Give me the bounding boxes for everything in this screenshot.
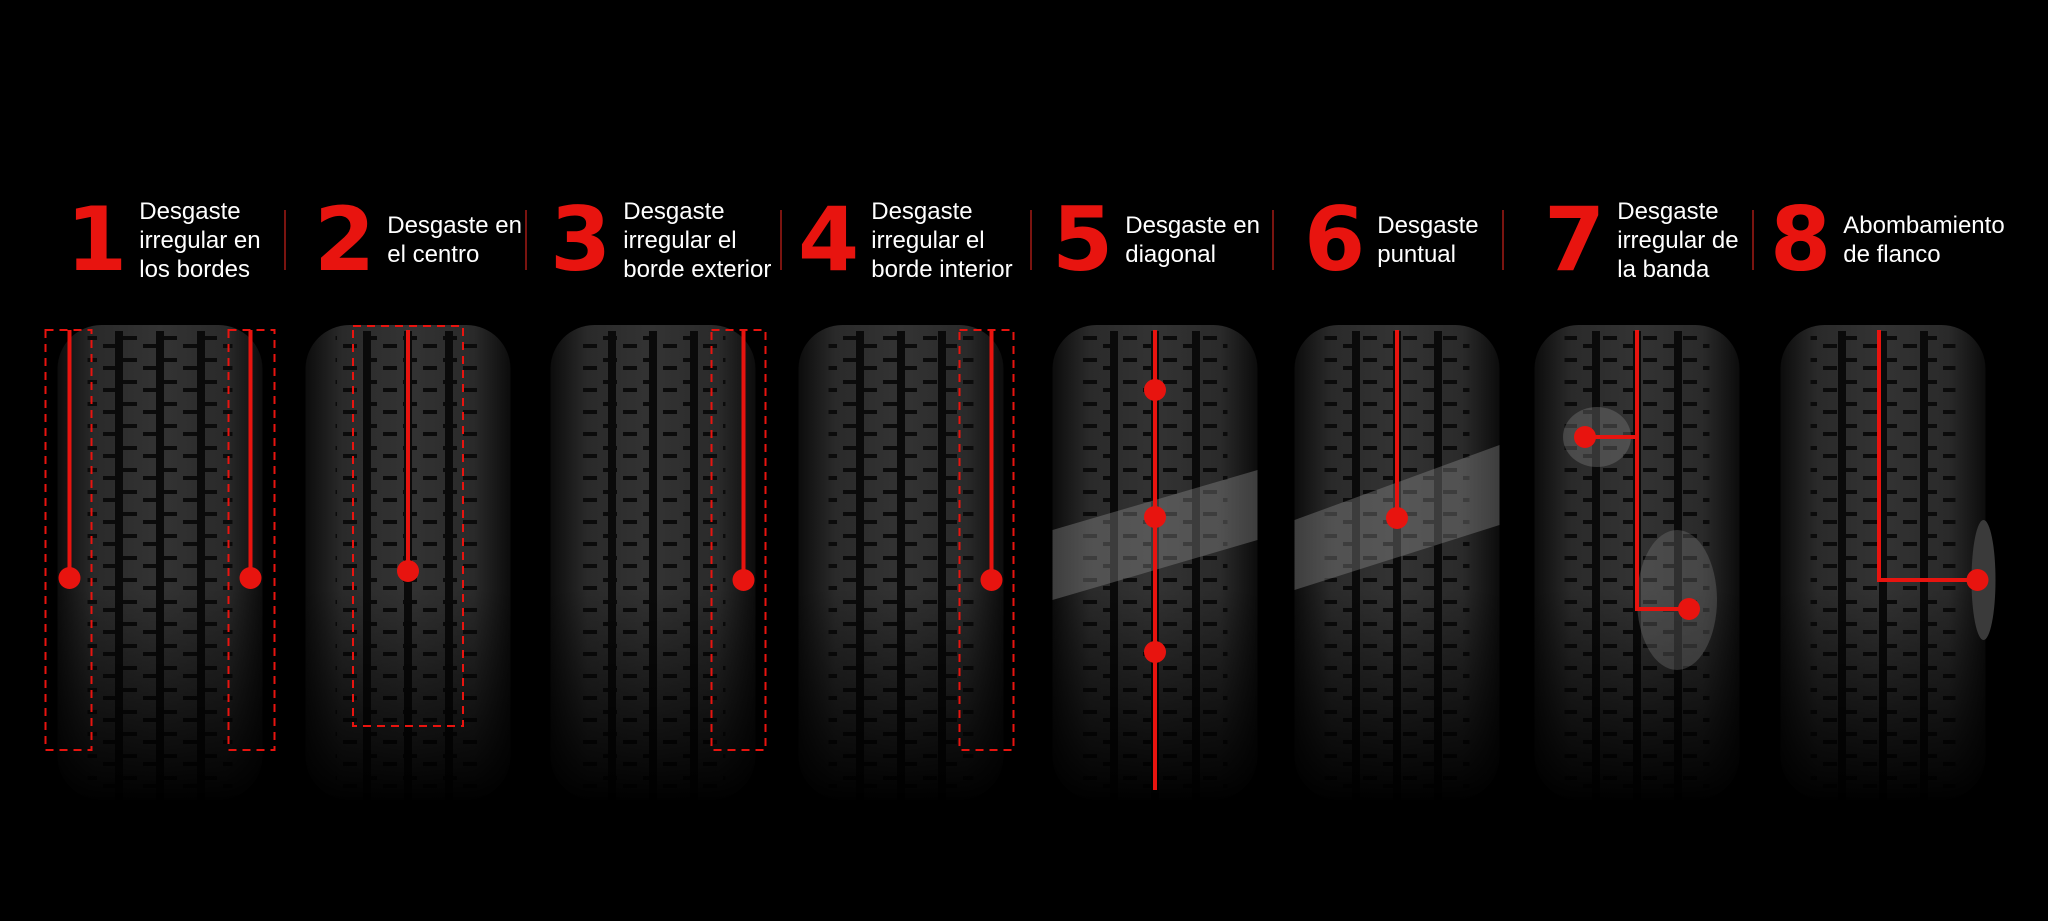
caption-4-number: 4 [798, 188, 859, 291]
wear-marker-5 [1052, 330, 1258, 790]
marker-dot [1144, 641, 1166, 663]
tire-fade [794, 325, 1008, 804]
caption-8: 8 Abombamiento de flanco [1770, 190, 2005, 290]
tire-2 [301, 325, 515, 804]
marker-dot [1144, 379, 1166, 401]
wear-marker-1 [44, 329, 276, 751]
marker-dot [1966, 569, 1989, 591]
caption-1: 1 Desgaste irregular en los bordes [66, 190, 261, 290]
caption-1-number: 1 [66, 188, 127, 291]
caption-6-number: 6 [1304, 188, 1365, 291]
caption-separator [780, 210, 782, 270]
caption-7: 7 Desgaste irregular de la banda [1544, 190, 1739, 290]
marker-dot [58, 567, 81, 589]
wear-zone-right [227, 329, 276, 751]
caption-separator [284, 210, 286, 270]
tire-3 [546, 325, 767, 804]
caption-3-number: 3 [550, 188, 611, 291]
caption-3-label: Desgaste irregular el borde exterior [623, 197, 772, 283]
wear-marker-7 [1563, 330, 1717, 670]
caption-4: 4 Desgaste irregular el borde interior [798, 190, 1013, 290]
wear-marker-6 [1294, 330, 1500, 590]
caption-4-label: Desgaste irregular el borde interior [871, 197, 1013, 283]
marker-dot [1678, 598, 1700, 620]
wear-marker-8 [1877, 330, 1996, 640]
marker-dot [1386, 507, 1408, 529]
tire-6 [1290, 325, 1504, 804]
caption-separator [1030, 210, 1032, 270]
caption-separator [1752, 210, 1754, 270]
tire-fade [546, 325, 760, 804]
tire-7 [1530, 325, 1744, 804]
caption-8-number: 8 [1770, 188, 1831, 291]
caption-2-label: Desgaste en el centro [387, 212, 522, 268]
marker-dot [1144, 506, 1166, 528]
caption-5-number: 5 [1052, 188, 1113, 291]
caption-8-label: Abombamiento de flanco [1843, 212, 2005, 268]
caption-2-number: 2 [314, 188, 375, 291]
caption-7-number: 7 [1544, 188, 1605, 291]
caption-5: 5 Desgaste en diagonal [1052, 190, 1260, 290]
caption-6-label: Desgaste puntual [1377, 212, 1479, 268]
wear-marker-2 [352, 325, 464, 727]
wear-zone-center [352, 325, 464, 727]
wear-zone-left [44, 329, 93, 751]
caption-2: 2 Desgaste en el centro [314, 190, 522, 290]
caption-6: 6 Desgaste puntual [1304, 190, 1479, 290]
tire-5 [1048, 325, 1262, 804]
marker-dot [239, 567, 262, 589]
wear-marker-4 [958, 329, 1015, 751]
caption-7-label: Desgaste irregular de la banda [1617, 197, 1739, 283]
marker-dot [980, 569, 1003, 591]
marker-line [1877, 330, 1978, 582]
caption-separator [1502, 210, 1504, 270]
caption-5-label: Desgaste en diagonal [1125, 212, 1260, 268]
marker-line [1635, 437, 1689, 611]
caption-3: 3 Desgaste irregular el borde exterior [550, 190, 771, 290]
wear-patch [1637, 530, 1717, 670]
marker-dot [1574, 426, 1596, 448]
tire-fade [1776, 325, 1990, 804]
marker-dot [732, 569, 755, 591]
marker-dot [397, 560, 419, 582]
tire-fade [53, 325, 267, 804]
tire-4 [794, 325, 1015, 804]
wear-marker-3 [710, 329, 767, 751]
caption-1-label: Desgaste irregular en los bordes [139, 197, 261, 283]
tire-8 [1776, 325, 1996, 804]
caption-separator [525, 210, 527, 270]
tire-1 [44, 325, 276, 804]
caption-separator [1272, 210, 1274, 270]
